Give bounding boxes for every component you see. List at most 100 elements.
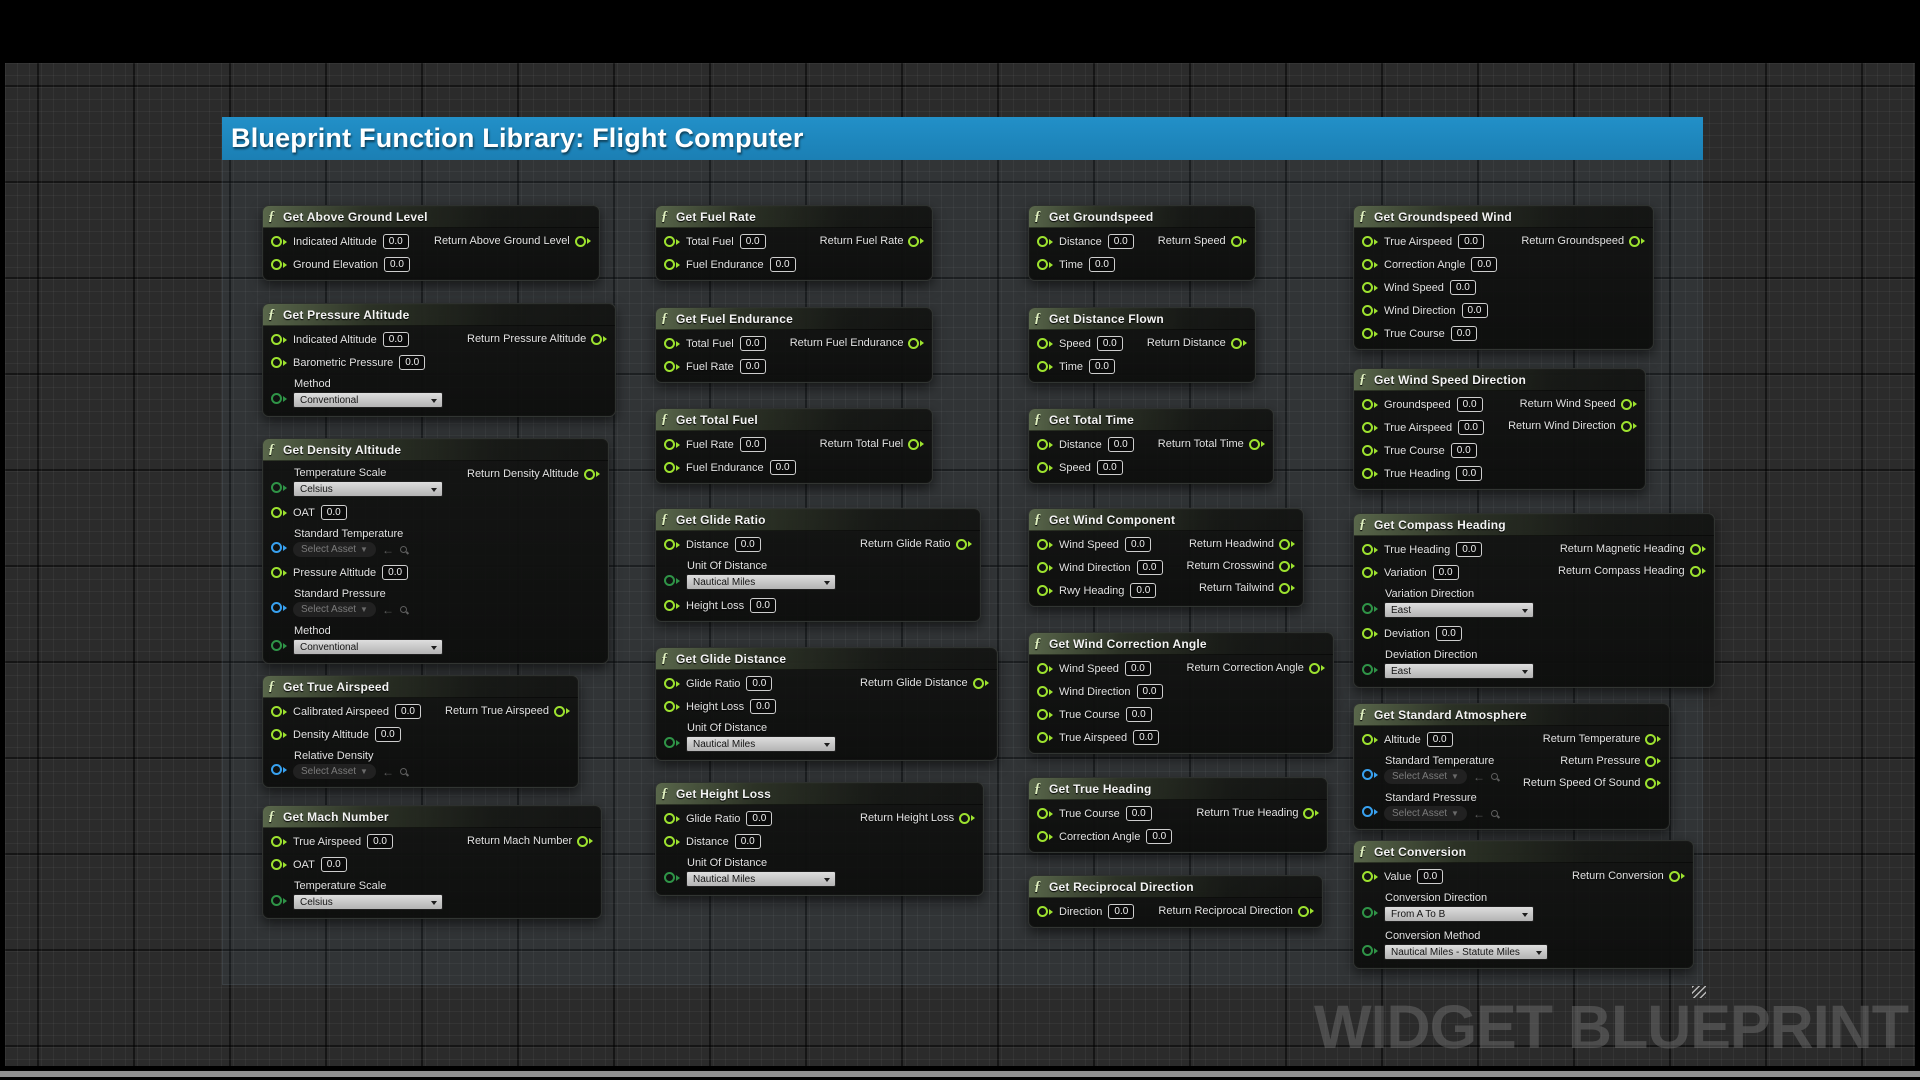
- input-pin-standard-temperature[interactable]: [1362, 769, 1378, 780]
- output-pin-return-pressure-altitude[interactable]: [591, 333, 608, 345]
- dropdown-conversion-method[interactable]: Nautical Miles - Statute Miles: [1384, 944, 1548, 960]
- input-pin-true-airspeed[interactable]: [271, 836, 287, 847]
- output-pin-return-compass-heading[interactable]: [1689, 565, 1706, 577]
- input-pin-conversion-method[interactable]: [1362, 945, 1378, 956]
- value-input[interactable]: 0.0: [739, 437, 766, 452]
- input-pin-true-airspeed[interactable]: [1037, 732, 1053, 743]
- value-input[interactable]: 0.0: [384, 257, 410, 272]
- input-pin-true-course[interactable]: [1362, 445, 1378, 456]
- value-input[interactable]: 0.0: [1456, 397, 1483, 412]
- input-pin-height-loss[interactable]: [664, 600, 680, 611]
- value-input[interactable]: 0.0: [746, 676, 773, 691]
- output-pin-return-glide-ratio[interactable]: [955, 538, 972, 550]
- dropdown-conversion-direction[interactable]: From A To B: [1384, 906, 1534, 922]
- input-pin-fuel-rate[interactable]: [664, 439, 680, 450]
- input-pin-oat[interactable]: [271, 507, 287, 518]
- input-pin-standard-pressure[interactable]: [1362, 806, 1378, 817]
- browse-asset-icon[interactable]: [399, 545, 408, 554]
- value-input[interactable]: 0.0: [1458, 234, 1485, 249]
- input-pin-groundspeed[interactable]: [1362, 399, 1378, 410]
- value-input[interactable]: 0.0: [1458, 420, 1485, 435]
- input-pin-calibrated-airspeed[interactable]: [271, 706, 287, 717]
- browse-asset-icon[interactable]: [399, 605, 408, 614]
- input-pin-time[interactable]: [1037, 361, 1053, 372]
- value-input[interactable]: 0.0: [1108, 904, 1135, 919]
- output-pin-return-mach-number[interactable]: [577, 835, 594, 847]
- output-pin-return-fuel-endurance[interactable]: [908, 337, 925, 349]
- input-pin-true-heading[interactable]: [1362, 544, 1378, 555]
- input-pin-altitude[interactable]: [1362, 734, 1378, 745]
- output-pin-return-wind-speed[interactable]: [1620, 398, 1637, 410]
- input-pin-speed[interactable]: [1037, 338, 1053, 349]
- value-input[interactable]: 0.0: [1096, 336, 1123, 351]
- input-pin-oat[interactable]: [271, 859, 287, 870]
- input-pin-temperature-scale[interactable]: [271, 895, 287, 906]
- value-input[interactable]: 0.0: [1125, 806, 1152, 821]
- output-pin-return-wind-direction[interactable]: [1620, 420, 1637, 432]
- input-pin-true-heading[interactable]: [1362, 468, 1378, 479]
- value-input[interactable]: 0.0: [1432, 565, 1459, 580]
- value-input[interactable]: 0.0: [1089, 359, 1116, 374]
- library-title-banner[interactable]: Blueprint Function Library: Flight Compu…: [222, 117, 1703, 160]
- canvas-resize-handle[interactable]: [1692, 986, 1706, 998]
- asset-picker-standard-temperature[interactable]: Select Asset▼: [1384, 769, 1467, 784]
- input-pin-wind-speed[interactable]: [1037, 539, 1053, 550]
- output-pin-return-correction-angle[interactable]: [1308, 662, 1325, 674]
- output-pin-return-pressure[interactable]: [1645, 755, 1662, 767]
- dropdown-deviation-direction[interactable]: East: [1384, 663, 1534, 679]
- input-pin-indicated-altitude[interactable]: [271, 236, 287, 247]
- value-input[interactable]: 0.0: [769, 460, 796, 475]
- value-input[interactable]: 0.0: [1450, 326, 1477, 341]
- use-selected-asset-icon[interactable]: ←: [1472, 769, 1485, 784]
- input-pin-glide-ratio[interactable]: [664, 813, 680, 824]
- dropdown-unit-of-distance[interactable]: Nautical Miles: [686, 736, 836, 752]
- output-pin-return-density-altitude[interactable]: [583, 468, 600, 480]
- input-pin-glide-ratio[interactable]: [664, 678, 680, 689]
- value-input[interactable]: 0.0: [1130, 583, 1157, 598]
- input-pin-pressure-altitude[interactable]: [271, 567, 287, 578]
- input-pin-conversion-direction[interactable]: [1362, 907, 1378, 918]
- value-input[interactable]: 0.0: [750, 699, 777, 714]
- input-pin-distance[interactable]: [1037, 236, 1053, 247]
- asset-picker-standard-temperature[interactable]: Select Asset▼: [293, 542, 376, 557]
- input-pin-deviation-direction[interactable]: [1362, 664, 1378, 675]
- dropdown-unit-of-distance[interactable]: Nautical Miles: [686, 871, 836, 887]
- input-pin-distance[interactable]: [664, 539, 680, 550]
- output-pin-return-headwind[interactable]: [1278, 538, 1295, 550]
- value-input[interactable]: 0.0: [1124, 661, 1151, 676]
- value-input[interactable]: 0.0: [1133, 730, 1160, 745]
- browse-asset-icon[interactable]: [1490, 809, 1499, 818]
- value-input[interactable]: 0.0: [1435, 626, 1462, 641]
- input-pin-variation-direction[interactable]: [1362, 603, 1378, 614]
- input-pin-rwy-heading[interactable]: [1037, 585, 1053, 596]
- value-input[interactable]: 0.0: [1136, 684, 1163, 699]
- input-pin-correction-angle[interactable]: [1362, 259, 1378, 270]
- value-input[interactable]: 0.0: [1125, 707, 1152, 722]
- output-pin-return-distance[interactable]: [1230, 337, 1247, 349]
- input-pin-standard-temperature[interactable]: [271, 542, 287, 553]
- output-pin-return-true-airspeed[interactable]: [553, 705, 570, 717]
- value-input[interactable]: 0.0: [739, 359, 766, 374]
- use-selected-asset-icon[interactable]: ←: [381, 602, 394, 617]
- value-input[interactable]: 0.0: [382, 332, 409, 347]
- dropdown-unit-of-distance[interactable]: Nautical Miles: [686, 574, 836, 590]
